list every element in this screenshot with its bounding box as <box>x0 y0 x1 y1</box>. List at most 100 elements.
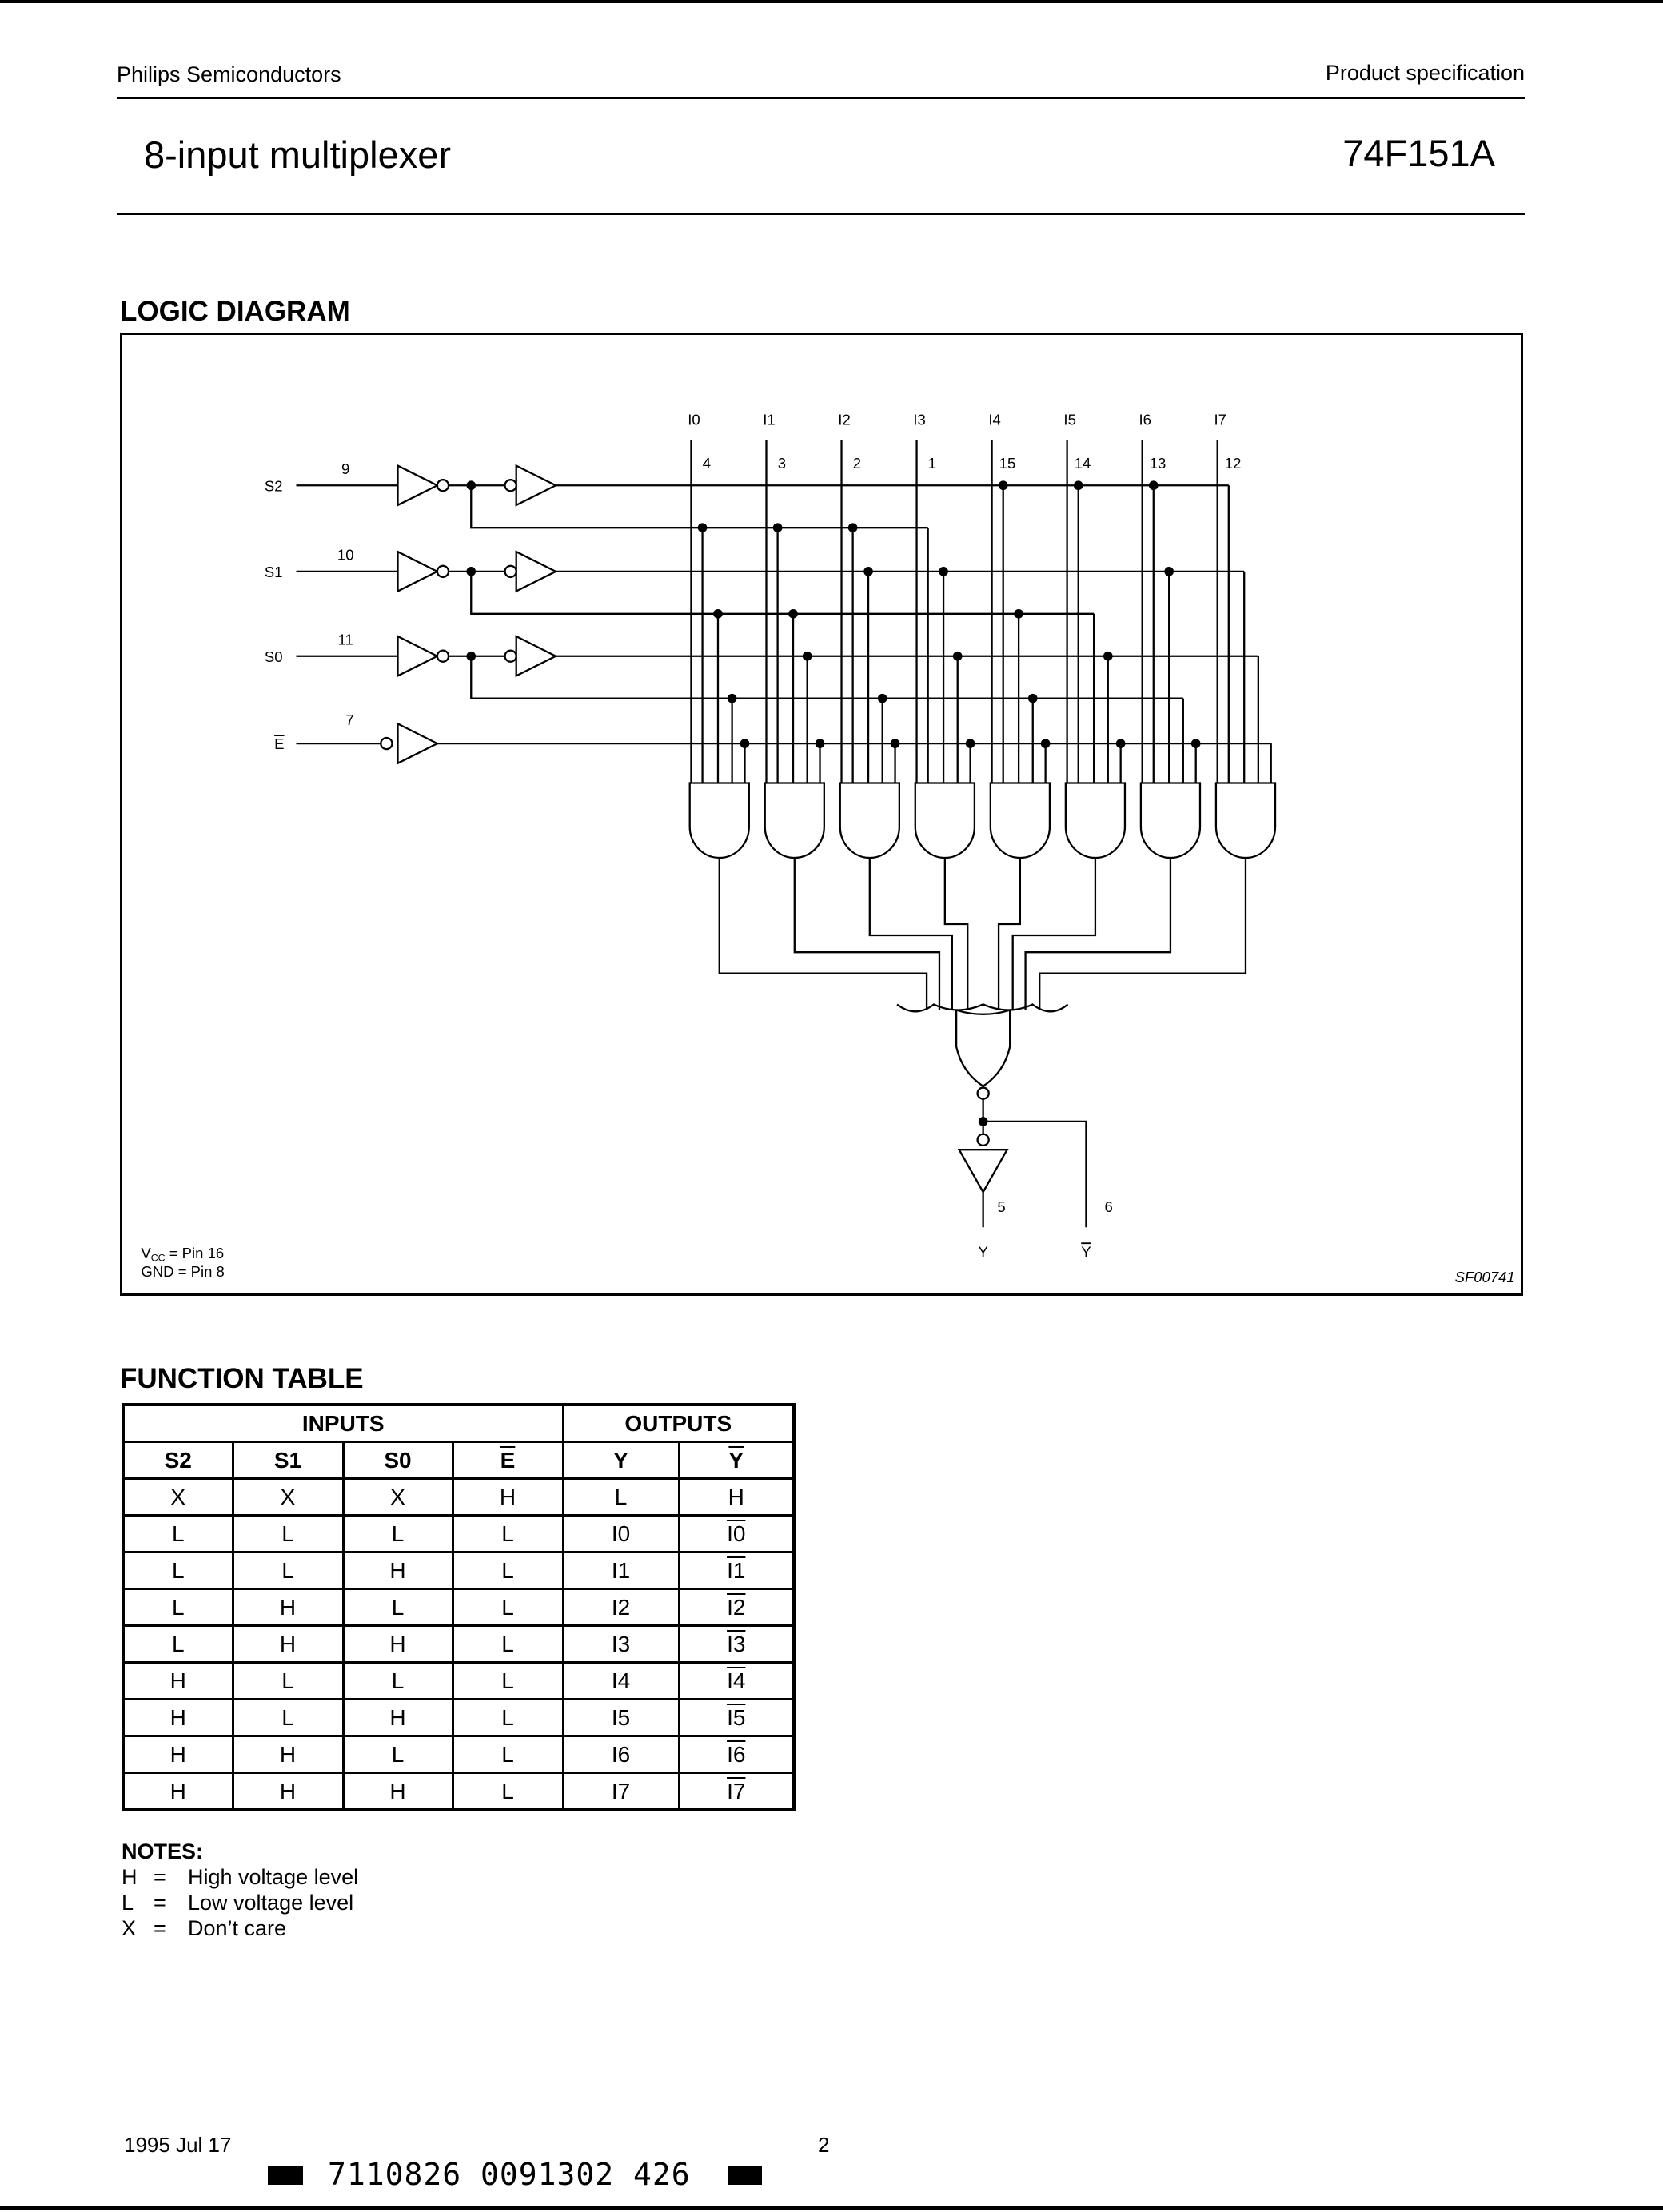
table-cell: L <box>451 1661 564 1700</box>
top-border <box>0 0 1663 3</box>
header-divider <box>117 97 1525 99</box>
table-cell: L <box>231 1551 345 1590</box>
bottom-border <box>0 2206 1663 2210</box>
table-cell: I3 <box>677 1624 796 1664</box>
table-cell: L <box>231 1514 345 1553</box>
function-table-heading: FUNCTION TABLE <box>120 1363 364 1394</box>
column-header-2: S0 <box>341 1441 454 1480</box>
note-text: High voltage level <box>188 1865 359 1889</box>
table-cell: X <box>122 1477 234 1517</box>
table-cell: I7 <box>677 1772 796 1811</box>
table-cell: I5 <box>561 1698 680 1737</box>
table-cell: L <box>341 1735 454 1774</box>
note-eq: = <box>154 1891 166 1915</box>
column-header-0: S2 <box>122 1441 234 1480</box>
note-item: L = Low voltage level <box>122 1890 358 1915</box>
table-cell: I1 <box>561 1551 680 1590</box>
note-key: X <box>122 1916 137 1940</box>
table-cell: H <box>677 1477 796 1517</box>
outputs-group-header: OUTPUTS <box>561 1403 796 1443</box>
table-cell: H <box>231 1772 345 1811</box>
table-cell: L <box>122 1514 234 1553</box>
title-divider <box>117 213 1525 215</box>
table-cell: L <box>451 1698 564 1737</box>
table-cell: L <box>122 1551 234 1590</box>
table-cell: X <box>231 1477 345 1517</box>
column-header-1: S1 <box>231 1441 345 1480</box>
column-header-5: Y <box>677 1441 796 1480</box>
table-cell: L <box>451 1624 564 1664</box>
table-cell: I0 <box>677 1514 796 1553</box>
table-cell: H <box>231 1624 345 1664</box>
barcode-number: 7110826 0091302 426 <box>328 2157 691 2192</box>
barcode-mark-left <box>268 2166 303 2185</box>
note-text: Low voltage level <box>188 1891 354 1915</box>
table-cell: L <box>341 1661 454 1700</box>
table-cell: H <box>341 1624 454 1664</box>
barcode-mark-right <box>728 2166 762 2185</box>
column-header-4: Y <box>561 1441 680 1480</box>
table-cell: X <box>341 1477 454 1517</box>
table-cell: I4 <box>561 1661 680 1700</box>
table-cell: I1 <box>677 1551 796 1590</box>
table-cell: H <box>451 1477 564 1517</box>
inputs-group-header: INPUTS <box>122 1403 564 1443</box>
table-cell: L <box>122 1624 234 1664</box>
note-item: H = High voltage level <box>122 1864 358 1890</box>
company-name: Philips Semiconductors <box>117 62 341 86</box>
table-cell: I2 <box>561 1588 680 1627</box>
table-cell: L <box>451 1772 564 1811</box>
table-cell: I3 <box>561 1624 680 1664</box>
column-header-3: E <box>451 1441 564 1480</box>
table-cell: I7 <box>561 1772 680 1811</box>
table-cell: H <box>341 1772 454 1811</box>
table-cell: H <box>231 1735 345 1774</box>
table-cell: L <box>451 1551 564 1590</box>
note-eq: = <box>154 1865 166 1889</box>
table-cell: I4 <box>677 1661 796 1700</box>
logic-diagram-frame <box>120 333 1523 1296</box>
table-cell: I0 <box>561 1514 680 1553</box>
table-cell: L <box>561 1477 680 1517</box>
footer-date: 1995 Jul 17 <box>124 2133 232 2157</box>
table-cell: H <box>122 1735 234 1774</box>
table-cell: L <box>451 1514 564 1553</box>
table-cell: I6 <box>677 1735 796 1774</box>
table-cell: H <box>122 1698 234 1737</box>
table-cell: H <box>341 1551 454 1590</box>
table-cell: L <box>341 1588 454 1627</box>
part-number: 74F151A <box>1342 132 1495 174</box>
document-type: Product specification <box>1325 61 1525 85</box>
table-cell: I5 <box>677 1698 796 1737</box>
table-cell: H <box>122 1772 234 1811</box>
table-cell: L <box>451 1588 564 1627</box>
note-item: X=Don’t care <box>122 1915 358 1941</box>
logic-diagram-heading: LOGIC DIAGRAM <box>120 296 350 327</box>
page-number: 2 <box>818 2133 830 2157</box>
note-key: H <box>122 1865 138 1889</box>
table-cell: L <box>451 1735 564 1774</box>
table-cell: H <box>122 1661 234 1700</box>
table-cell: L <box>122 1588 234 1627</box>
notes-title: NOTES: <box>122 1839 204 1863</box>
table-cell: I6 <box>561 1735 680 1774</box>
note-key: L <box>122 1891 134 1915</box>
table-cell: L <box>231 1661 345 1700</box>
table-cell: L <box>341 1514 454 1553</box>
page-title: 8-input multiplexer <box>144 134 452 176</box>
note-text: Don’t care <box>188 1916 287 1940</box>
table-cell: H <box>341 1698 454 1737</box>
table-cell: I2 <box>677 1588 796 1627</box>
